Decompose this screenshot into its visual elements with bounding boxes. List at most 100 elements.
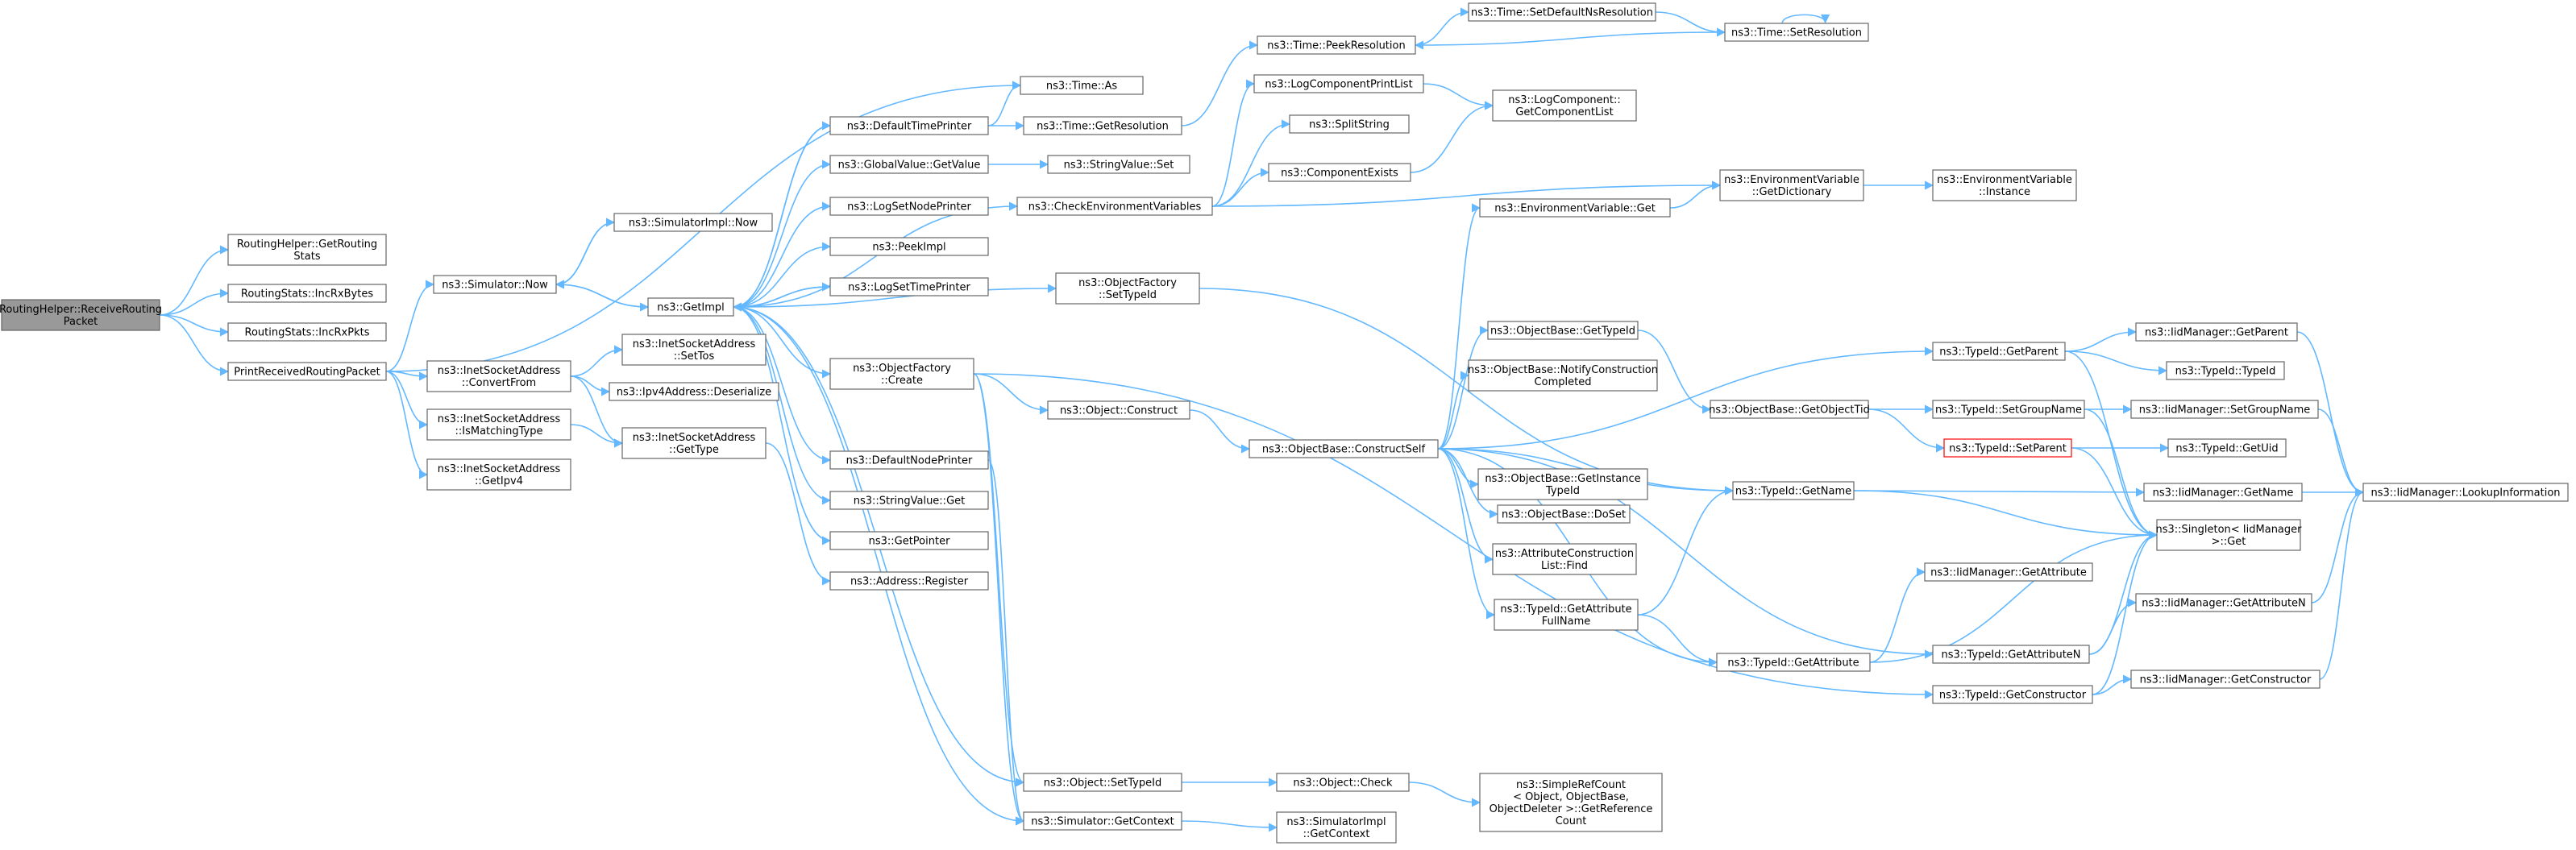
node-inet-ismatch[interactable]: ns3::InetSocketAddress::IsMatchingType: [426, 408, 571, 441]
node-gv-getvalue[interactable]: ns3::GlobalValue::GetValue: [829, 155, 989, 174]
edge-time-peekres-to-time-setdefault: [1415, 7, 1470, 46]
edge-iid-getctor-to-iid-lookup: [2319, 487, 2365, 680]
node-check-env[interactable]: ns3::CheckEnvironmentVariables: [1016, 197, 1213, 216]
node-box: [1924, 562, 2093, 582]
node-label: ns3::ObjectBase::NotifyConstruction: [1468, 364, 1658, 376]
edge-iid-setgroup-to-iid-lookup: [2317, 408, 2365, 497]
edge-line: [733, 306, 832, 465]
call-edges: [159, 7, 2365, 832]
node-rs-incpkts[interactable]: RoutingStats::IncRxPkts: [227, 322, 387, 342]
edge-tid-getname-to-iid-getname: [1853, 487, 2146, 497]
node-label: ns3::LogComponentPrintList: [1265, 79, 1412, 91]
node-tid-getattr[interactable]: ns3::TypeId::GetAttribute: [1716, 653, 1871, 672]
node-ob-notify[interactable]: ns3::ObjectBase::NotifyConstructionCompl…: [1468, 359, 1658, 392]
node-time-setres[interactable]: ns3::Time::SetResolution: [1724, 23, 1869, 42]
node-getimpl[interactable]: ns3::GetImpl: [647, 297, 734, 317]
node-iid-getattrn[interactable]: ns3::IidManager::GetAttributeN: [2135, 593, 2312, 612]
node-tid-getctor[interactable]: ns3::TypeId::GetConstructor: [1932, 685, 2093, 704]
node-env-getdict[interactable]: ns3::EnvironmentVariable::GetDictionary: [1719, 169, 1864, 201]
node-log-getlist[interactable]: ns3::LogComponent::GetComponentList: [1492, 89, 1637, 122]
edge-ob-constructself-to-env-get: [1437, 203, 1481, 450]
node-iid-getparent[interactable]: ns3::IidManager::GetParent: [2135, 322, 2298, 342]
node-iid-getctor[interactable]: ns3::IidManager::GetConstructor: [2130, 670, 2320, 689]
node-label: ns3::TypeId::SetGroupName: [1935, 404, 2082, 417]
node-label: ns3::EnvironmentVariable: [1937, 174, 2072, 186]
node-comp-exists[interactable]: ns3::ComponentExists: [1268, 163, 1411, 182]
node-obj-construct[interactable]: ns3::Object::Construct: [1047, 400, 1190, 420]
node-label: ns3::ObjectBase::DoSet: [1502, 509, 1626, 521]
node-tid-getname[interactable]: ns3::TypeId::GetName: [1732, 481, 1855, 500]
node-ob-doset[interactable]: ns3::ObjectBase::DoSet: [1497, 504, 1631, 524]
node-tid-setgroup[interactable]: ns3::TypeId::SetGroupName: [1932, 400, 2085, 419]
node-label: ns3::Simulator::Now: [442, 280, 548, 292]
node-default-time[interactable]: ns3::DefaultTimePrinter: [829, 116, 989, 135]
node-simple-refcount[interactable]: ns3::SimpleRefCount< Object, ObjectBase,…: [1479, 773, 1663, 832]
node-inet-convert[interactable]: ns3::InetSocketAddress::ConvertFrom: [426, 360, 571, 392]
edge-obj-construct-to-ob-constructself: [1189, 409, 1251, 454]
node-box: [2156, 519, 2301, 551]
node-label: ns3::Singleton< IidManager: [2155, 524, 2302, 536]
node-addr-register[interactable]: ns3::Address::Register: [829, 571, 989, 591]
node-inet-settos[interactable]: ns3::InetSocketAddress::SetTos: [621, 334, 767, 366]
node-inet-getipv4[interactable]: ns3::InetSocketAddress::GetIpv4: [426, 458, 571, 491]
node-ipv4-deser[interactable]: ns3::Ipv4Address::Deserialize: [609, 382, 779, 401]
node-tid-getuid[interactable]: ns3::TypeId::GetUid: [2167, 438, 2287, 458]
node-time-peekres[interactable]: ns3::Time::PeekResolution: [1257, 35, 1416, 55]
node-simimpl-now[interactable]: ns3::SimulatorImpl::Now: [613, 213, 773, 232]
edge-line: [1211, 119, 1291, 207]
node-label: ::Create: [881, 375, 923, 387]
node-box: [829, 358, 974, 390]
node-tid-getattrn[interactable]: ns3::TypeId::GetAttributeN: [1932, 645, 2090, 664]
node-log-printlist[interactable]: ns3::LogComponentPrintList: [1253, 74, 1424, 93]
node-peekimpl[interactable]: ns3::PeekImpl: [829, 237, 989, 256]
node-env-instance[interactable]: ns3::EnvironmentVariable::Instance: [1932, 169, 2077, 201]
node-iid-getname[interactable]: ns3::IidManager::GetName: [2143, 483, 2303, 502]
node-singleton-get[interactable]: ns3::Singleton< IidManager>::Get: [2155, 519, 2302, 551]
node-splitstring[interactable]: ns3::SplitString: [1289, 114, 1410, 134]
node-print-recv[interactable]: PrintReceivedRoutingPacket: [227, 362, 387, 381]
node-sv-set[interactable]: ns3::StringValue::Set: [1047, 155, 1190, 174]
node-log-setnode[interactable]: ns3::LogSetNodePrinter: [829, 197, 989, 216]
node-of-settypeid[interactable]: ns3::ObjectFactory::SetTypeId: [1055, 272, 1200, 305]
node-iid-getattr[interactable]: ns3::IidManager::GetAttribute: [1924, 562, 2093, 582]
node-ob-getobjtid[interactable]: ns3::ObjectBase::GetObjectTid: [1709, 400, 1870, 419]
node-tid-setparent[interactable]: ns3::TypeId::SetParent: [1943, 438, 2072, 458]
node-log-settime[interactable]: ns3::LogSetTimePrinter: [829, 277, 989, 296]
node-inet-gettype[interactable]: ns3::InetSocketAddress::GetType: [621, 427, 767, 459]
edge-line: [733, 201, 832, 308]
node-iid-lookup[interactable]: ns3::IidManager::LookupInformation: [2362, 483, 2569, 502]
node-getpointer[interactable]: ns3::GetPointer: [829, 531, 989, 550]
edge-inet-convert-to-ipv4-deser: [570, 375, 611, 396]
edge-line: [733, 242, 832, 308]
node-simimpl-getctx[interactable]: ns3::SimulatorImpl::GetContext: [1276, 811, 1397, 844]
node-tid-getparent[interactable]: ns3::TypeId::GetParent: [1932, 342, 2066, 361]
node-obj-check[interactable]: ns3::Object::Check: [1276, 773, 1410, 792]
node-iid-setgroup[interactable]: ns3::IidManager::SetGroupName: [2130, 400, 2319, 419]
node-rs-incbytes[interactable]: RoutingStats::IncRxBytes: [227, 284, 387, 303]
node-box: [1494, 599, 1639, 631]
node-tid-typeid[interactable]: ns3::TypeId::TypeId: [2166, 361, 2285, 380]
node-sim-getctx[interactable]: ns3::Simulator::GetContext: [1023, 811, 1182, 831]
edge-getimpl-to-gv-getvalue: [733, 160, 832, 308]
node-time-setdefault[interactable]: ns3::Time::SetDefaultNsResolution: [1468, 2, 1656, 22]
node-sim-now[interactable]: ns3::Simulator::Now: [433, 275, 557, 294]
node-of-create[interactable]: ns3::ObjectFactory::Create: [829, 358, 974, 390]
node-default-node[interactable]: ns3::DefaultNodePrinter: [829, 450, 989, 470]
edge-ob-constructself-to-ob-gettypeid: [1437, 325, 1490, 450]
node-sv-get[interactable]: ns3::StringValue::Get: [829, 491, 989, 510]
edge-line: [2064, 350, 2168, 375]
edge-line: [1869, 530, 2158, 663]
node-ob-constructself[interactable]: ns3::ObjectBase::ConstructSelf: [1249, 439, 1439, 458]
node-time-getres[interactable]: ns3::Time::GetResolution: [1023, 116, 1182, 135]
node-time-as[interactable]: ns3::Time::As: [1020, 76, 1144, 95]
node-obj-settypeid[interactable]: ns3::Object::SetTypeId: [1023, 773, 1182, 792]
node-label: RoutingStats::IncRxBytes: [241, 288, 373, 301]
node-label: ns3::ObjectBase::GetObjectTid: [1709, 404, 1870, 417]
node-ob-gettypeid[interactable]: ns3::ObjectBase::GetTypeId: [1487, 321, 1639, 340]
node-env-get[interactable]: ns3::EnvironmentVariable::Get: [1479, 198, 1671, 218]
